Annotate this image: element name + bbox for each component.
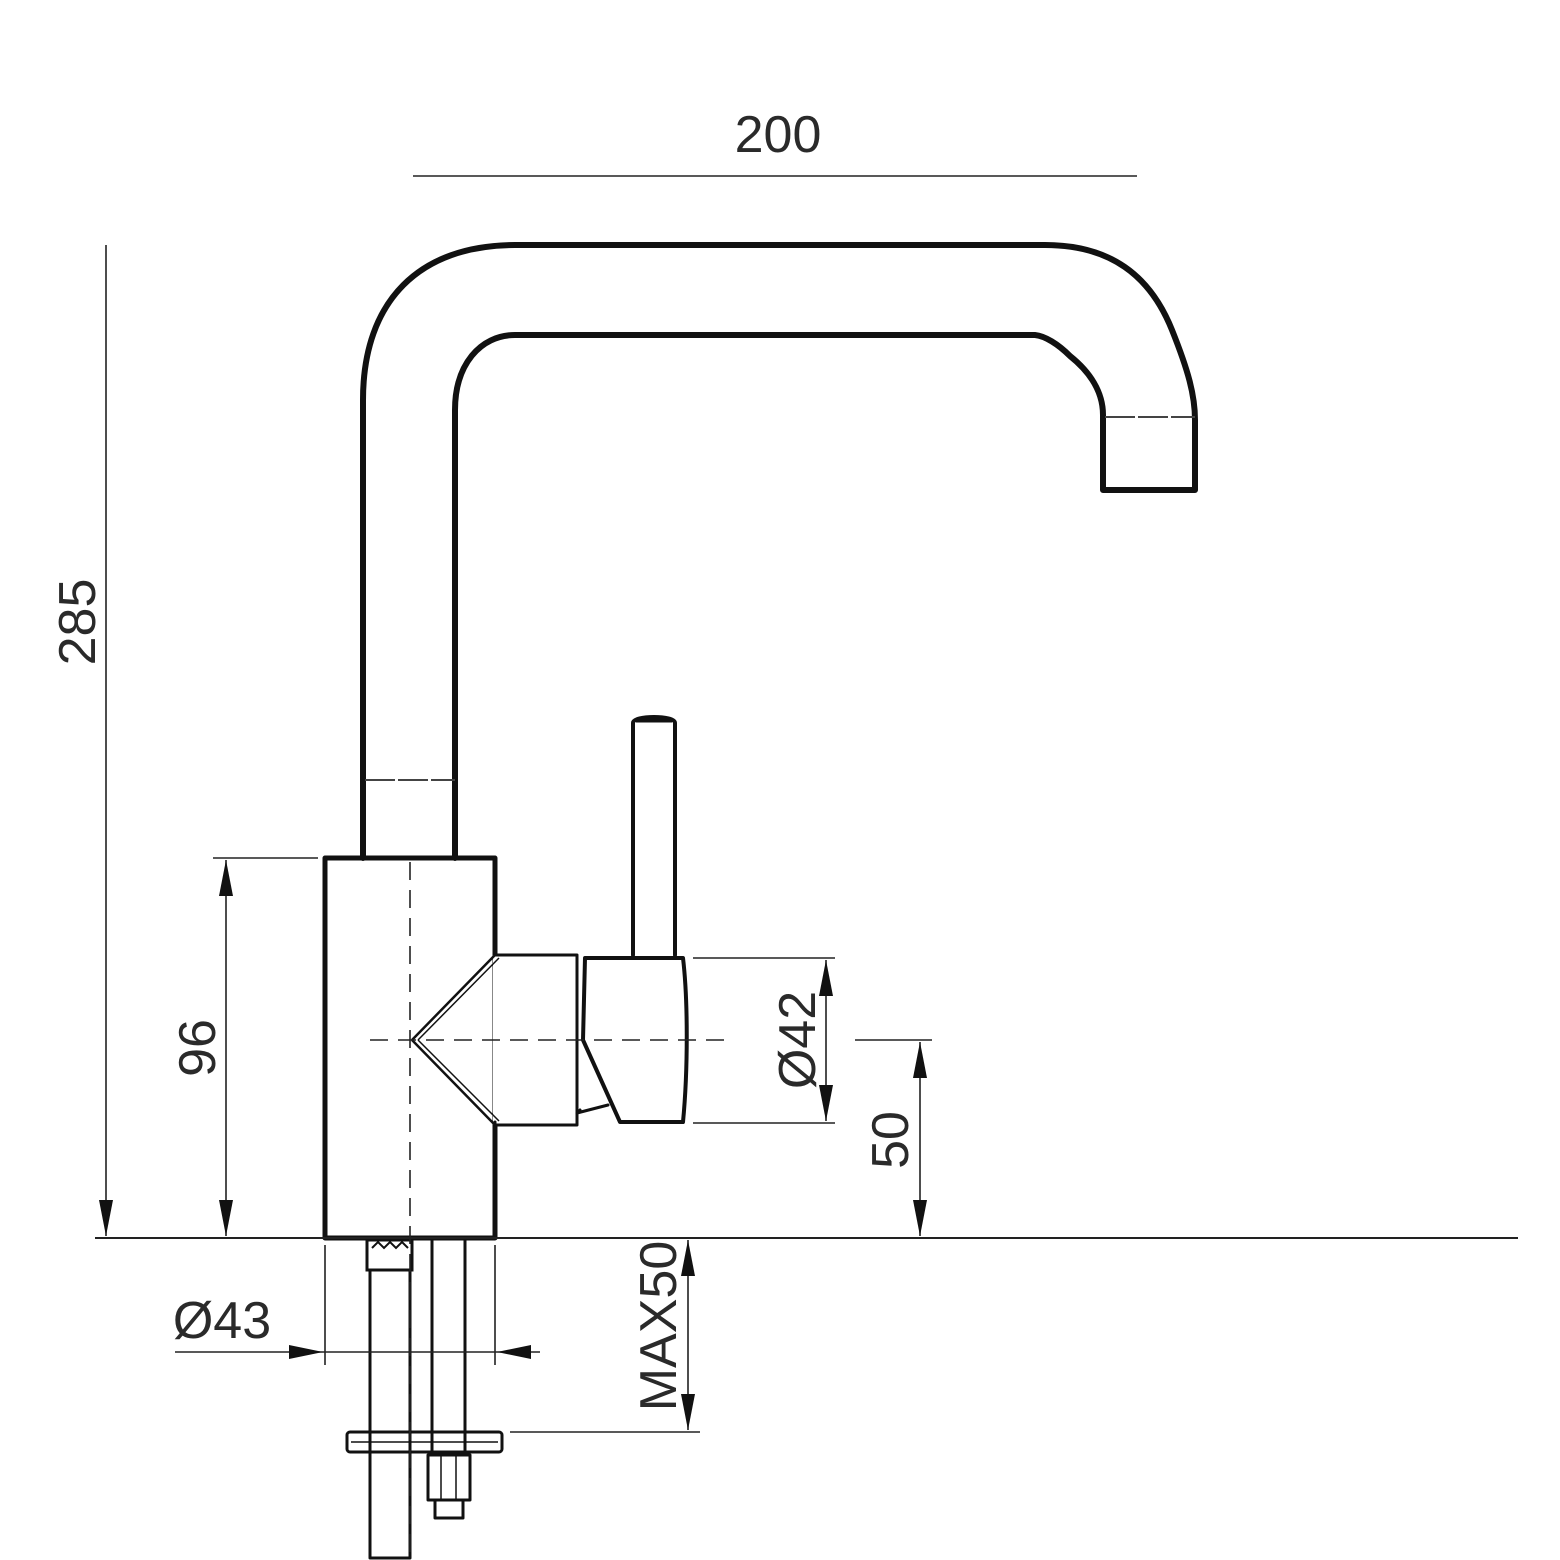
mount-nut — [426, 1453, 472, 1502]
dim-total-height: 285 — [49, 245, 113, 1236]
handle-boss — [493, 950, 579, 1127]
dim-handle-axis-height: 50 — [855, 1039, 932, 1236]
mount-washer — [345, 1430, 504, 1454]
handle-cap — [581, 956, 689, 1124]
spout-outer-contour — [360, 242, 1198, 861]
dim-mount-diameter: Ø43 — [173, 1245, 540, 1365]
dim-spout-reach: 200 — [413, 106, 1137, 177]
dim-handle-diameter-label: Ø42 — [769, 991, 827, 1089]
dim-mount-diameter-label: Ø43 — [173, 1292, 271, 1350]
dim-max-counter-thickness: MAX50 — [510, 1240, 700, 1433]
dim-body-height: 96 — [169, 857, 318, 1236]
faucet-outline — [322, 242, 1198, 1560]
center-lines — [370, 862, 730, 1558]
dim-handle-diameter: Ø42 — [693, 957, 835, 1124]
dim-total-height-label: 285 — [49, 579, 107, 666]
mount-pipe-left — [368, 1238, 412, 1560]
dim-body-height-label: 96 — [169, 1019, 227, 1077]
handle-lever — [631, 715, 677, 957]
dim-handle-axis-height-label: 50 — [862, 1111, 920, 1169]
dim-max-counter-thickness-label: MAX50 — [630, 1241, 688, 1412]
dim-spout-reach-label: 200 — [735, 106, 822, 164]
